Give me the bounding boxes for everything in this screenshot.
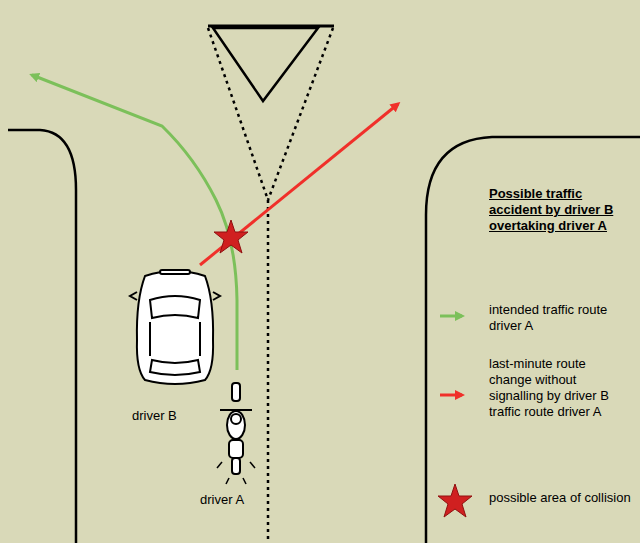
legend-title: Possible traffic accident by driver B ov… — [489, 186, 631, 234]
motorbike — [217, 383, 255, 484]
route-arrow-a — [32, 75, 237, 370]
legend-text: possible area of collision — [489, 490, 631, 506]
collision-star — [214, 220, 248, 253]
legend-sample — [438, 484, 472, 517]
road-edge — [426, 137, 640, 543]
legend-text: last-minute route change without signall… — [489, 356, 631, 420]
center-line — [267, 200, 270, 543]
dotted-marking — [208, 28, 268, 200]
legend-sample — [440, 394, 462, 397]
dotted-marking — [268, 28, 333, 200]
car — [130, 270, 220, 384]
legend-text: intended traffic route driver A — [489, 302, 631, 334]
route-arrow-b — [200, 104, 398, 265]
driver-label: driver B — [132, 408, 177, 424]
legend-sample — [440, 315, 462, 318]
driver-label: driver A — [200, 492, 244, 508]
road-edge — [8, 130, 76, 543]
